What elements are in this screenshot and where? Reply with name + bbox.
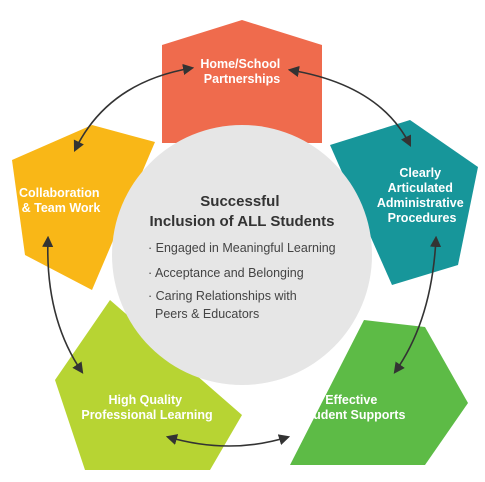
segment-home-school-label: Home/School Partnerships: [200, 57, 283, 86]
segment-collaboration-label: Collaboration & Team Work: [19, 186, 103, 215]
center-title-line: Inclusion of ALL Students: [150, 213, 335, 230]
segment-student-supports-line: Effective: [325, 393, 377, 407]
segment-professional-learning: [55, 300, 242, 470]
segment-home-school-line: Home/School: [200, 57, 280, 71]
segment-administrative-line: Procedures: [388, 211, 457, 225]
segment-student-supports-label: Effective Student Supports: [301, 393, 406, 422]
arrow-professional-to-collaboration: [42, 235, 84, 374]
segment-home-school-line: Partnerships: [204, 72, 280, 86]
arrow-supports-to-professional: [165, 434, 291, 447]
segment-administrative-label: Clearly Articulated Administrative Proce…: [377, 166, 467, 225]
center-title: Successful Inclusion of ALL Students: [150, 193, 335, 230]
center-item: Peers & Educators: [155, 307, 259, 321]
segment-collaboration-line: Collaboration: [19, 186, 100, 200]
segment-professional-learning-line: High Quality: [108, 393, 182, 407]
arrow-administrative-to-supports: [393, 235, 442, 374]
center-title-line: Successful: [200, 193, 279, 210]
arrow-home-to-administrative: [287, 65, 412, 148]
segment-student-supports-line: Student Supports: [301, 408, 406, 422]
segment-professional-learning-line: Professional Learning: [81, 408, 212, 422]
center-circle: [112, 125, 372, 385]
segment-administrative-line: Clearly: [399, 166, 441, 180]
segment-administrative-line: Articulated: [388, 181, 453, 195]
center-item: · Caring Relationships with: [148, 289, 297, 303]
center-item: · Acceptance and Belonging: [148, 266, 304, 280]
arrow-collaboration-to-home: [73, 63, 195, 153]
segment-home-school: [162, 20, 322, 143]
center-item: · Engaged in Meaningful Learning: [148, 241, 336, 255]
segment-collaboration-line: & Team Work: [22, 201, 101, 215]
segment-professional-learning-label: High Quality Professional Learning: [81, 393, 212, 422]
segment-administrative-line: Administrative: [377, 196, 464, 210]
